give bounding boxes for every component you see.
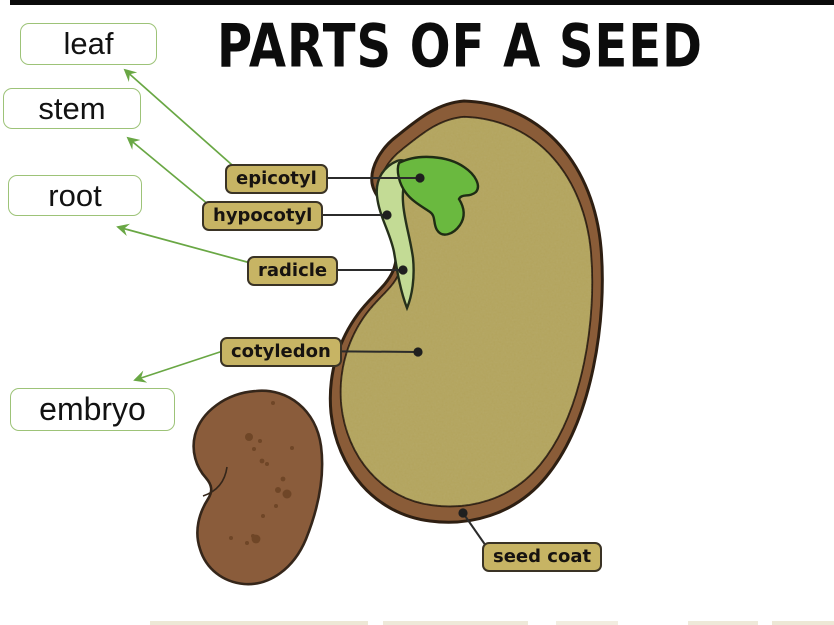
bottom-crop-remnant [688,621,758,625]
pointer-line-seed-coat [462,512,487,547]
top-crop-bar [10,0,834,5]
epicotyl-dot [415,173,425,183]
seed-coat-dot [458,508,468,518]
answer-box-root: root [8,175,142,216]
part-label-seed-coat: seed coat [482,542,603,572]
answer-arrows [116,68,259,383]
answer-box-stem-label: stem [38,90,106,126]
bottom-crop-remnant [772,621,834,625]
cotyledon-dot [413,347,423,357]
answer-box-root-label: root [48,177,102,213]
arrow-radicle-to-root [116,223,259,266]
arrow-hypocotyl-to-stem [126,136,216,211]
arrow-cotyledon-to-embryo [133,346,236,383]
radicle-dot [398,265,408,275]
answer-box-leaf: leaf [20,23,157,65]
answer-box-stem: stem [3,88,141,129]
bottom-crop-remnant [150,621,368,625]
seed-illustration [328,99,604,524]
part-label-radicle: radicle [247,256,339,286]
small-seed-body [192,389,324,586]
page-title: PARTS OF A SEED [217,11,703,82]
small-seed-illustration [192,389,324,586]
small-seed-speckles [229,401,294,545]
pointer-dots [382,173,468,518]
part-label-cotyledon: cotyledon [220,337,342,367]
answer-box-embryo: embryo [10,388,175,431]
part-label-epicotyl: epicotyl [225,164,328,194]
answer-box-leaf-label: leaf [63,26,114,61]
hypocotyl-dot [382,210,392,220]
arrow-epicotyl-to-leaf [123,68,241,173]
answer-box-embryo-label: embryo [39,391,146,427]
small-seed-crease [202,466,228,497]
bottom-crop-remnant [556,621,618,625]
bottom-crop-remnant [383,621,528,625]
part-label-hypocotyl: hypocotyl [202,201,324,231]
